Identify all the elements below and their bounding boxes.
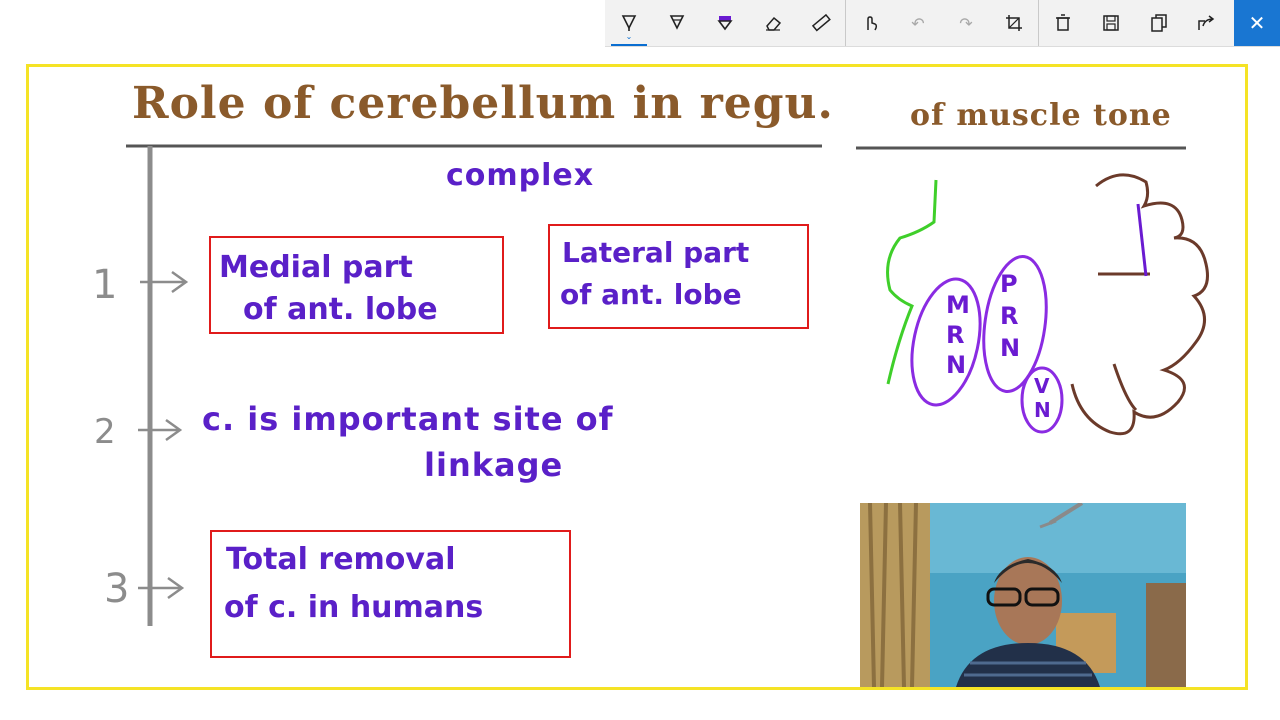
redo-icon: ↷ (959, 13, 973, 33)
lateral-line-1: Lateral part (562, 236, 750, 269)
whiteboard-frame (26, 64, 1248, 690)
total-removal-box: Total removal of c. in humans (210, 530, 571, 658)
cerebellum-outline (1070, 173, 1209, 436)
lateral-line-2: of ant. lobe (560, 278, 742, 311)
arrow-icon (140, 270, 189, 294)
prn-letter: P (1000, 270, 1018, 298)
highlighter-button[interactable] (701, 0, 749, 46)
pencil-icon (669, 15, 685, 30)
medial-line-2: of ant. lobe (243, 292, 438, 327)
arrow-icon (138, 418, 183, 442)
prn-letter: R (1000, 302, 1019, 330)
save-icon (1103, 15, 1119, 31)
page-title: Role of cerebellum in regu. (132, 78, 834, 129)
prn-nucleus (982, 255, 1048, 393)
ballpoint-pen-button[interactable]: ⌄ (605, 0, 653, 46)
undo-icon: ↶ (911, 13, 925, 33)
pencil-button[interactable] (653, 0, 701, 46)
delete-button[interactable] (1039, 0, 1087, 46)
touch-writing-icon (867, 16, 878, 31)
vn-label: V N (1034, 374, 1051, 422)
lateral-part-box: Lateral part of ant. lobe (548, 224, 809, 329)
item-number-3: 3 (104, 566, 130, 612)
item2-text-line-1: c. is important site of (202, 400, 614, 438)
undo-button[interactable]: ↶ (894, 0, 942, 46)
vn-letter: N (1034, 398, 1051, 422)
chevron-down-icon: ⌄ (625, 32, 633, 41)
share-icon (1198, 15, 1215, 30)
toolbar-separator (845, 0, 846, 46)
prn-label: P R N (1000, 268, 1020, 364)
toolbar-separator (1038, 0, 1039, 46)
vn-nucleus (1020, 366, 1064, 434)
ballpoint-pen-icon (621, 15, 637, 31)
close-icon: ✕ (1248, 11, 1266, 35)
mrn-letter: R (946, 321, 965, 349)
mrn-label: M R N (946, 290, 970, 380)
redo-button[interactable]: ↷ (942, 0, 990, 46)
mrn-nucleus (910, 277, 982, 407)
cerebellum-mark (1136, 203, 1148, 277)
medial-line-1: Medial part (219, 250, 413, 285)
presenter-video-frame (860, 503, 1186, 687)
item2-text-line-2: linkage (424, 446, 564, 484)
total-line-1: Total removal (226, 542, 456, 577)
share-button[interactable] (1183, 0, 1231, 46)
subtitle-complex: complex (446, 158, 595, 193)
ink-toolbar: ⌄ ↶ ↷ ✕ (605, 0, 1280, 47)
crop-button[interactable] (990, 0, 1038, 46)
highlighter-icon (717, 16, 733, 31)
save-button[interactable] (1087, 0, 1135, 46)
cerebellum-line (1112, 363, 1138, 412)
ruler-icon (811, 13, 831, 32)
eraser-icon (766, 16, 782, 31)
copy-icon (1151, 14, 1167, 32)
prn-letter: N (1000, 334, 1021, 362)
mrn-letter: N (946, 351, 967, 379)
page-title-continuation: of muscle tone (910, 98, 1172, 133)
eraser-button[interactable] (749, 0, 797, 46)
item-number-1: 1 (92, 262, 118, 308)
presenter-webcam (860, 503, 1186, 687)
item-number-2: 2 (94, 412, 116, 452)
total-line-2: of c. in humans (224, 590, 484, 625)
mrn-letter: M (946, 291, 970, 319)
brainstem-outline (886, 179, 938, 385)
copy-button[interactable] (1135, 0, 1183, 46)
ruler-button[interactable] (797, 0, 845, 46)
touch-writing-button[interactable] (846, 0, 894, 46)
trash-icon (1056, 14, 1070, 31)
crop-icon (1006, 15, 1022, 31)
close-button[interactable]: ✕ (1234, 0, 1280, 46)
vn-letter: V (1034, 374, 1050, 398)
arrow-icon (138, 576, 185, 600)
medial-part-box: Medial part of ant. lobe (209, 236, 504, 334)
